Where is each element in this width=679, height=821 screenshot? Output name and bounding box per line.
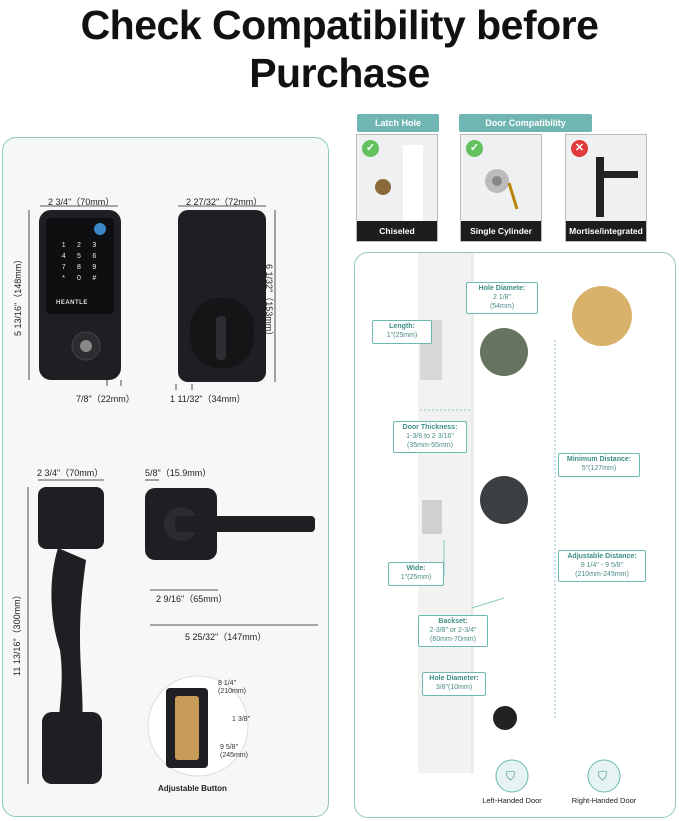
keypad-grid: 1 2 3 4 5 6 7 8 9 * 0 # [56,242,102,282]
headline-line-1: Check Compatibility before [80,2,599,48]
small-hole-value: 3/8"(10mm) [435,683,473,691]
tab-door-compatibility: Door Compatibility [459,114,592,132]
caption-chiseled: Chiseled [357,221,437,241]
door-thickness-box: Door Thickness: 1-3/8 to 2 3/16" (35mm-5… [393,421,467,454]
wide-box: Wide: 1"(25mm) [388,562,444,586]
left-handed-door-label: Left-Handed Door [482,796,542,805]
minimum-distance-value: 5"(127mm) [581,464,617,472]
check-icon: ✓ [466,140,483,157]
front-width-label: 2 3/4"（70mm） [48,197,115,207]
right-door-icon: ⛉ [598,769,608,783]
minimum-distance-title: Minimum Distance: [566,456,632,463]
lever-rose-label: 2 9/16"（65mm） [156,594,228,604]
lever-thickness-label: 5/8"（15.9mm） [145,468,212,478]
key-star[interactable]: * [62,275,66,282]
door-thickness-title: Door Thickness: [402,424,458,431]
hole-diameter-box: Hole Diamete: 2 1/8" (54mm) [466,282,538,315]
right-handed-door-label: Right-Handed Door [571,796,637,805]
compat-chiseled: ✓ Chiseled [356,134,438,242]
adjustable-distance-box: Adjustable Distance: 8 1/4" - 9 5/8" (21… [558,550,646,583]
key-4[interactable]: 4 [61,253,66,260]
backset-value: 2-3/8" or 2-3/4" (60mm-70mm) [429,626,477,643]
lever-length-label: 5 25/32"（147mm） [185,632,267,642]
key-0[interactable]: 0 [77,275,81,282]
key-7[interactable]: 7 [61,264,66,271]
adjust-a-value: 8 1/4" [218,680,237,687]
key-5[interactable]: 5 [77,253,81,260]
key-hash[interactable]: # [92,275,97,282]
wide-value: 1"(25mm) [400,573,432,581]
adjust-c-value: 9 5/8" [220,744,239,751]
backset-title: Backset: [438,618,468,625]
length-title: Length: [389,323,415,330]
door-thickness-value: 1-3/8 to 2 3/16" (35mm-55mm) [406,432,454,449]
compat-mortise: ✕ Mortise/integrated [565,134,647,242]
wide-title: Wide: [406,565,426,572]
small-hole-title: Hole Diameter: [429,675,479,682]
adjust-distance-a: 8 1/4" (210mm) [218,680,246,697]
key-2[interactable]: 2 [77,242,81,249]
small-hole-box: Hole Diameter: 3/8"(10mm) [422,672,486,696]
adjust-c-mm: (245mm) [220,752,249,760]
tab-latch-hole: Latch Hole [357,114,439,132]
left-door-icon: ⛉ [506,769,516,783]
key-9[interactable]: 9 [92,264,97,271]
minimum-distance-box: Minimum Distance: 5"(127mm) [558,453,640,477]
length-value: 1"(25mm) [386,331,418,339]
cross-icon: ✕ [571,140,588,157]
key-1[interactable]: 1 [61,242,66,249]
headline-line-2: Purchase [249,50,430,96]
adjustable-distance-title: Adjustable Distance: [567,553,637,560]
caption-mortise: Mortise/integrated [566,221,646,241]
check-icon: ✓ [362,140,379,157]
hole-diameter-value: 2 1/8" (54mm) [489,293,515,310]
adjustable-distance-value: 8 1/4" - 9 5/8" (210mm-245mm) [575,561,629,578]
length-box: Length: 1"(25mm) [372,320,432,344]
keypad-brand: HEANTLE [56,300,88,306]
adjustable-button-caption: Adjustable Button [158,784,227,793]
adjust-distance-b: 1 3/8" [232,716,251,723]
back-depth-label: 1 11/32"（34mm） [170,394,246,404]
key-8[interactable]: 8 [77,264,81,271]
front-depth-label: 7/8"（22mm） [76,394,135,404]
back-width-label: 2 27/32"（72mm） [186,197,263,207]
key-6[interactable]: 6 [92,253,97,260]
key-3[interactable]: 3 [92,242,97,249]
backset-box: Backset: 2-3/8" or 2-3/4" (60mm-70mm) [418,615,488,648]
handle-width-label: 2 3/4"（70mm） [37,468,104,478]
caption-single-cylinder: Single Cylinder [461,221,541,241]
adjust-a-mm: (210mm) [218,688,247,696]
compat-single-cylinder: ✓ Single Cylinder [460,134,542,242]
adjust-distance-c: 9 5/8" (245mm) [220,744,248,761]
hole-diameter-title: Hole Diamete: [478,285,526,292]
